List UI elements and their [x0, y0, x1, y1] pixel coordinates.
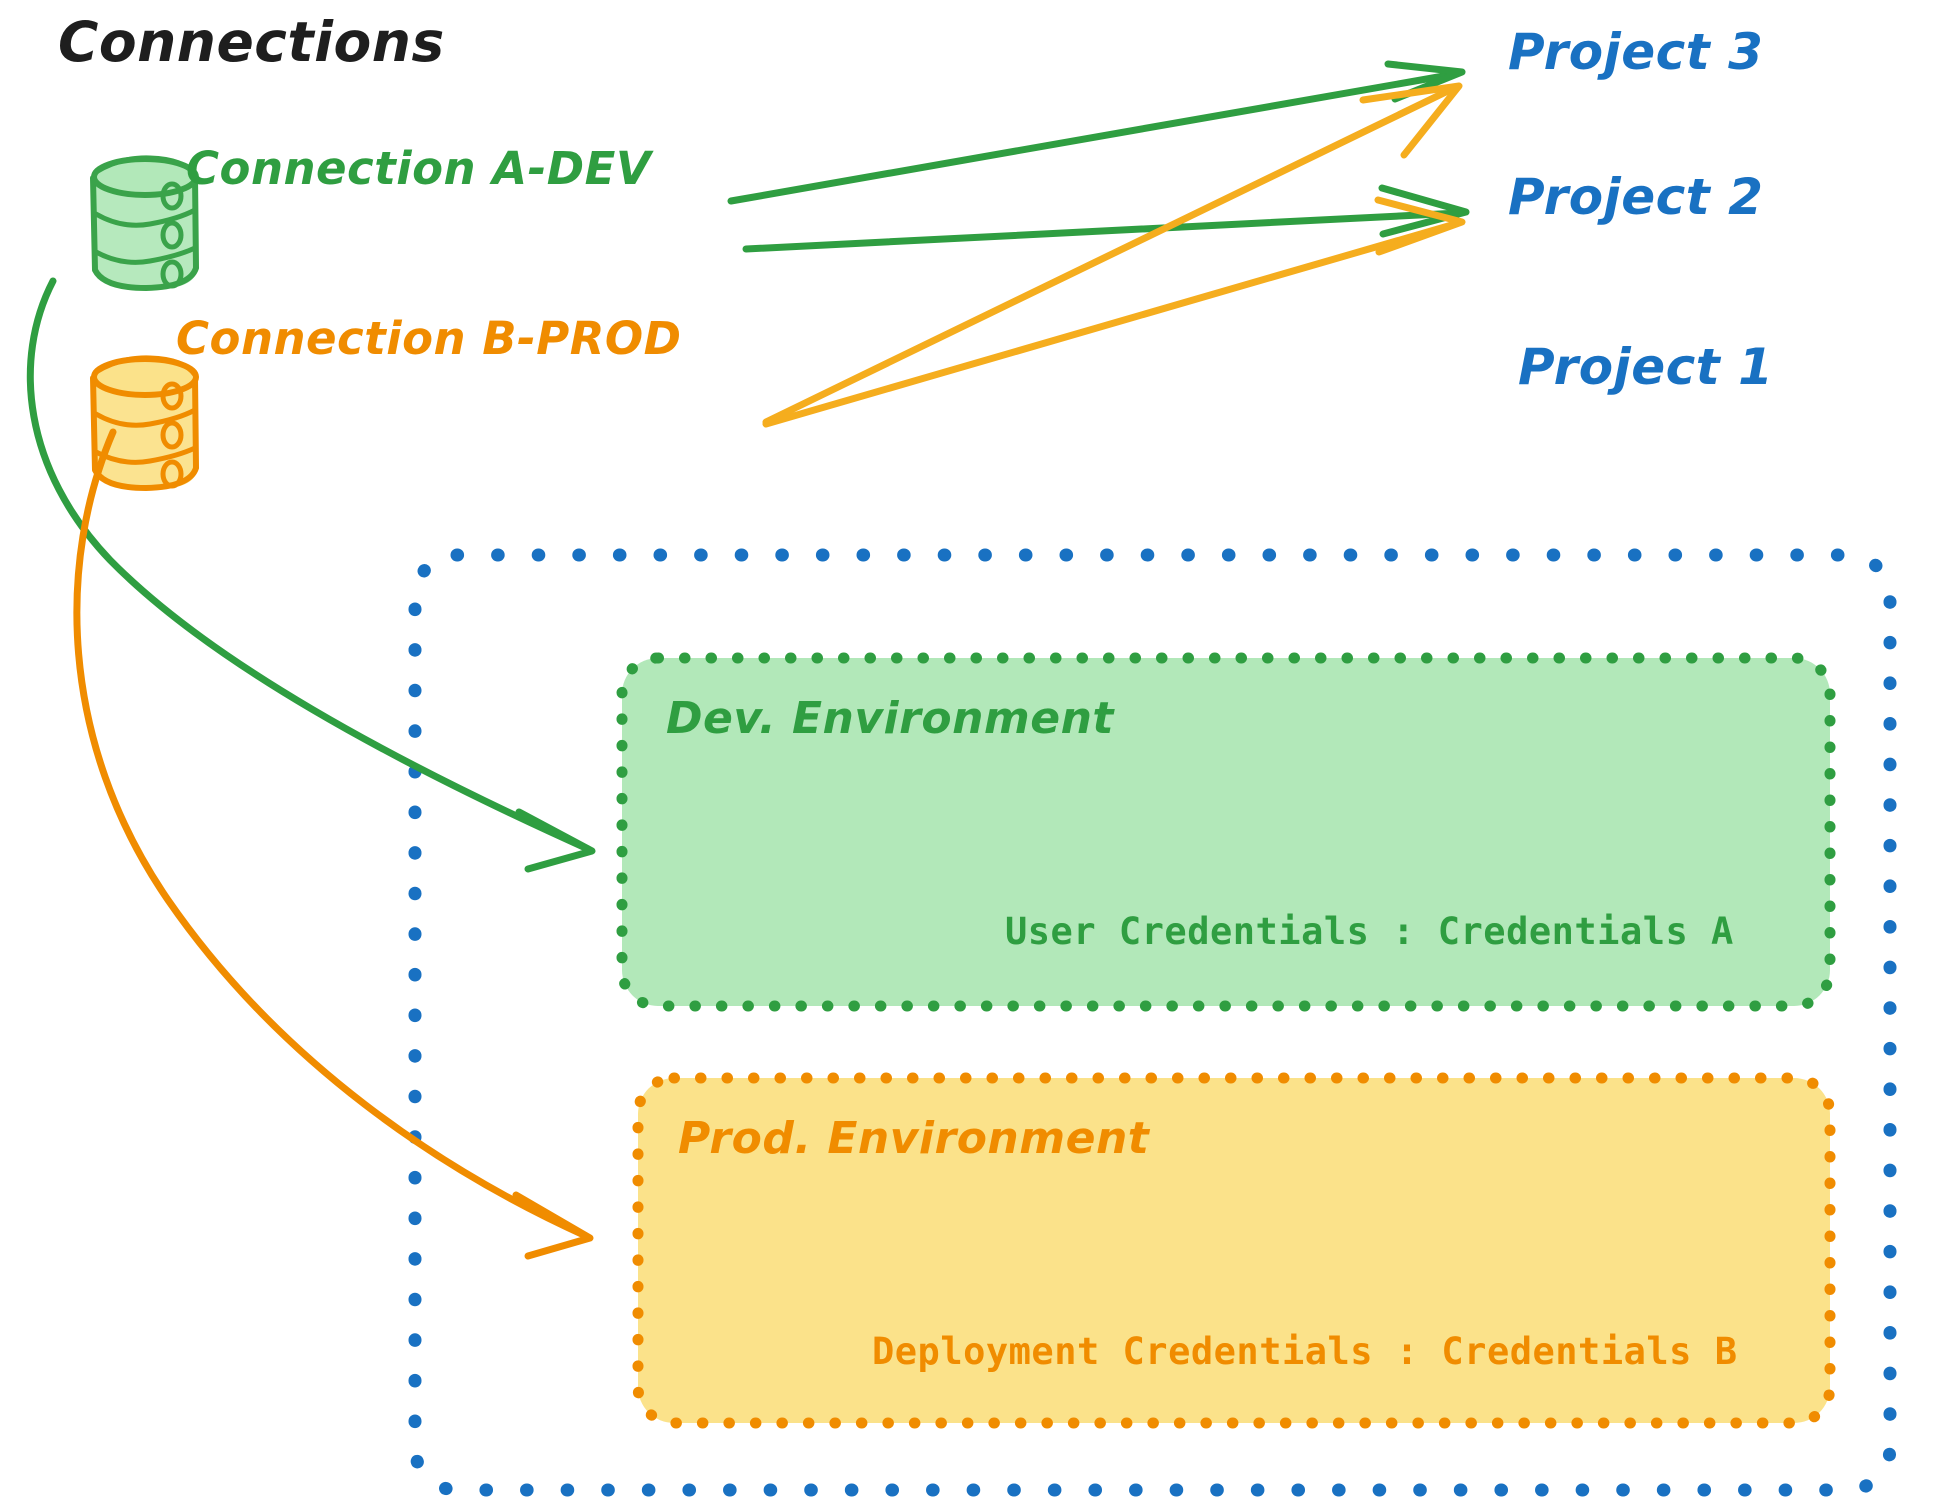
dev-environment-box: [616, 652, 1836, 1012]
prod-environment-credentials: Deployment Credentials : Credentials B: [872, 1330, 1738, 1373]
project-2-label[interactable]: Project 2: [1508, 168, 1764, 226]
connection-a-dev-label[interactable]: Connection A-DEV: [186, 142, 652, 195]
prod-environment-box: [632, 1072, 1836, 1429]
arrow-conn-b-to-prod-environment: [73, 428, 594, 1260]
prod-environment-title: Prod. Environment: [678, 1113, 1150, 1164]
arrow-conn-a-to-dev-environment: [26, 277, 596, 873]
arrow-conn-b-to-project-2: [762, 196, 1466, 428]
database-cylinder-icon-orange: [90, 355, 199, 491]
dev-environment-credentials: User Credentials : Credentials A: [1005, 910, 1734, 953]
project-3-label[interactable]: Project 3: [1508, 23, 1764, 81]
dev-environment-title: Dev. Environment: [666, 693, 1114, 744]
project-1-label[interactable]: Project 1: [1518, 338, 1774, 396]
page-title: Connections: [58, 10, 445, 74]
database-cylinder-icon-green: [90, 155, 199, 291]
connection-b-prod-label[interactable]: Connection B-PROD: [176, 312, 682, 365]
arrow-conn-a-to-project-3: [727, 60, 1466, 205]
arrow-conn-b-to-project-3: [762, 82, 1463, 426]
project-1-container-border: [408, 548, 1897, 1497]
arrow-conn-a-to-project-2: [742, 184, 1470, 253]
